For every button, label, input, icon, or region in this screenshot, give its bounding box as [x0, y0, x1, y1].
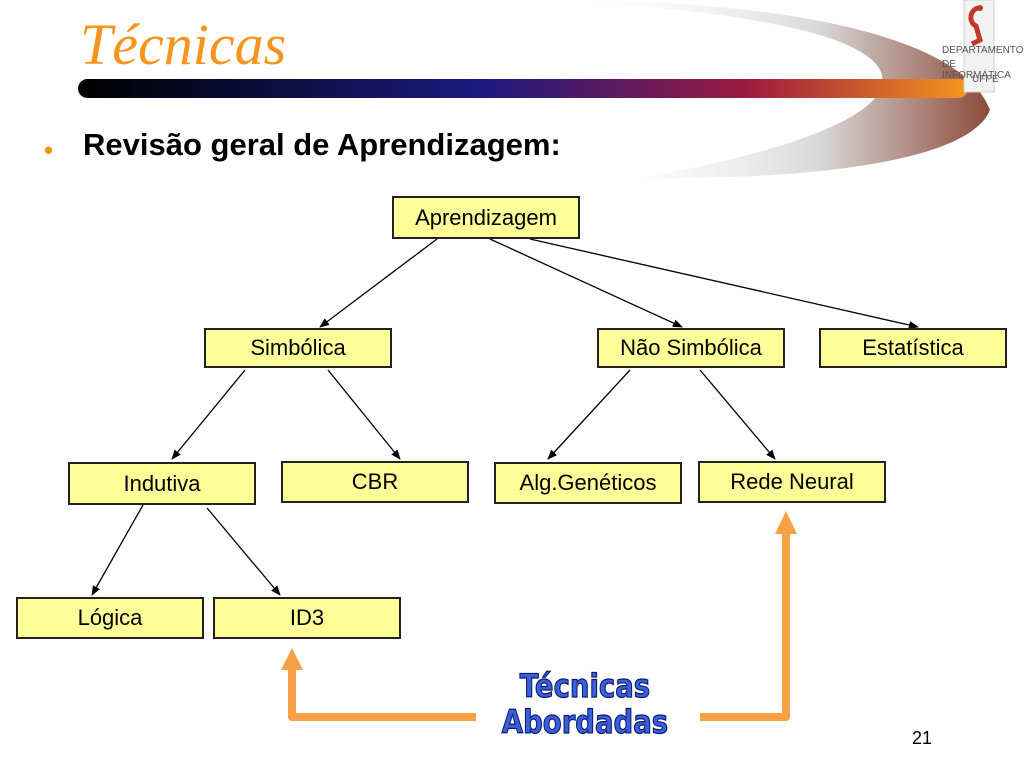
edge-indutiva-logica [91, 504, 144, 596]
edge-aprendizagem-estatistica [529, 238, 919, 329]
node-alg-geneticos: Alg.Genéticos [494, 462, 682, 504]
bullet-icon: • [44, 135, 54, 165]
node-aprendizagem: Aprendizagem [392, 196, 580, 239]
callout-arrow-id3 [288, 668, 476, 721]
department-logo [963, 0, 995, 93]
edge-aprendizagem-nao-simbolica [489, 238, 683, 328]
node-nao-simbolica: Não Simbólica [597, 328, 785, 368]
swoosh-shape [560, 0, 990, 179]
node-indutiva: Indutiva [68, 462, 256, 505]
header-decoration [78, 0, 990, 179]
node-id3: ID3 [213, 597, 401, 639]
edge-nao-simbolica-alg-geneticos [547, 369, 631, 460]
node-simbolica: Simbólica [204, 328, 392, 368]
title-bar [78, 79, 968, 98]
node-logica: Lógica [16, 597, 204, 639]
callout-line2: Abordadas [501, 703, 669, 741]
bullet-text: Revisão geral de Aprendizagem: [83, 127, 561, 162]
page-number: 21 [912, 728, 933, 748]
edge-simbolica-cbr [327, 369, 401, 460]
slide-title: Técnicas [80, 12, 287, 77]
logo-line2: DE INFORMÁTICA [942, 59, 1011, 81]
callout-line1: Técnicas [519, 667, 651, 705]
edge-simbolica-indutiva [171, 369, 246, 460]
node-cbr: CBR [281, 461, 469, 503]
logo-line3: UFPE [972, 74, 999, 85]
edge-aprendizagem-simbolica [319, 238, 438, 328]
edge-nao-simbolica-rede-neural [699, 369, 776, 460]
node-estatistica: Estatística [819, 328, 1007, 368]
callout-text: Técnicas Abordadas [495, 667, 676, 741]
edge-indutiva-id3 [206, 507, 281, 596]
callout-arrow-rede-neural [700, 532, 790, 721]
node-rede-neural: Rede Neural [698, 461, 886, 503]
logo-line1: DEPARTAMENTO [942, 45, 1024, 56]
